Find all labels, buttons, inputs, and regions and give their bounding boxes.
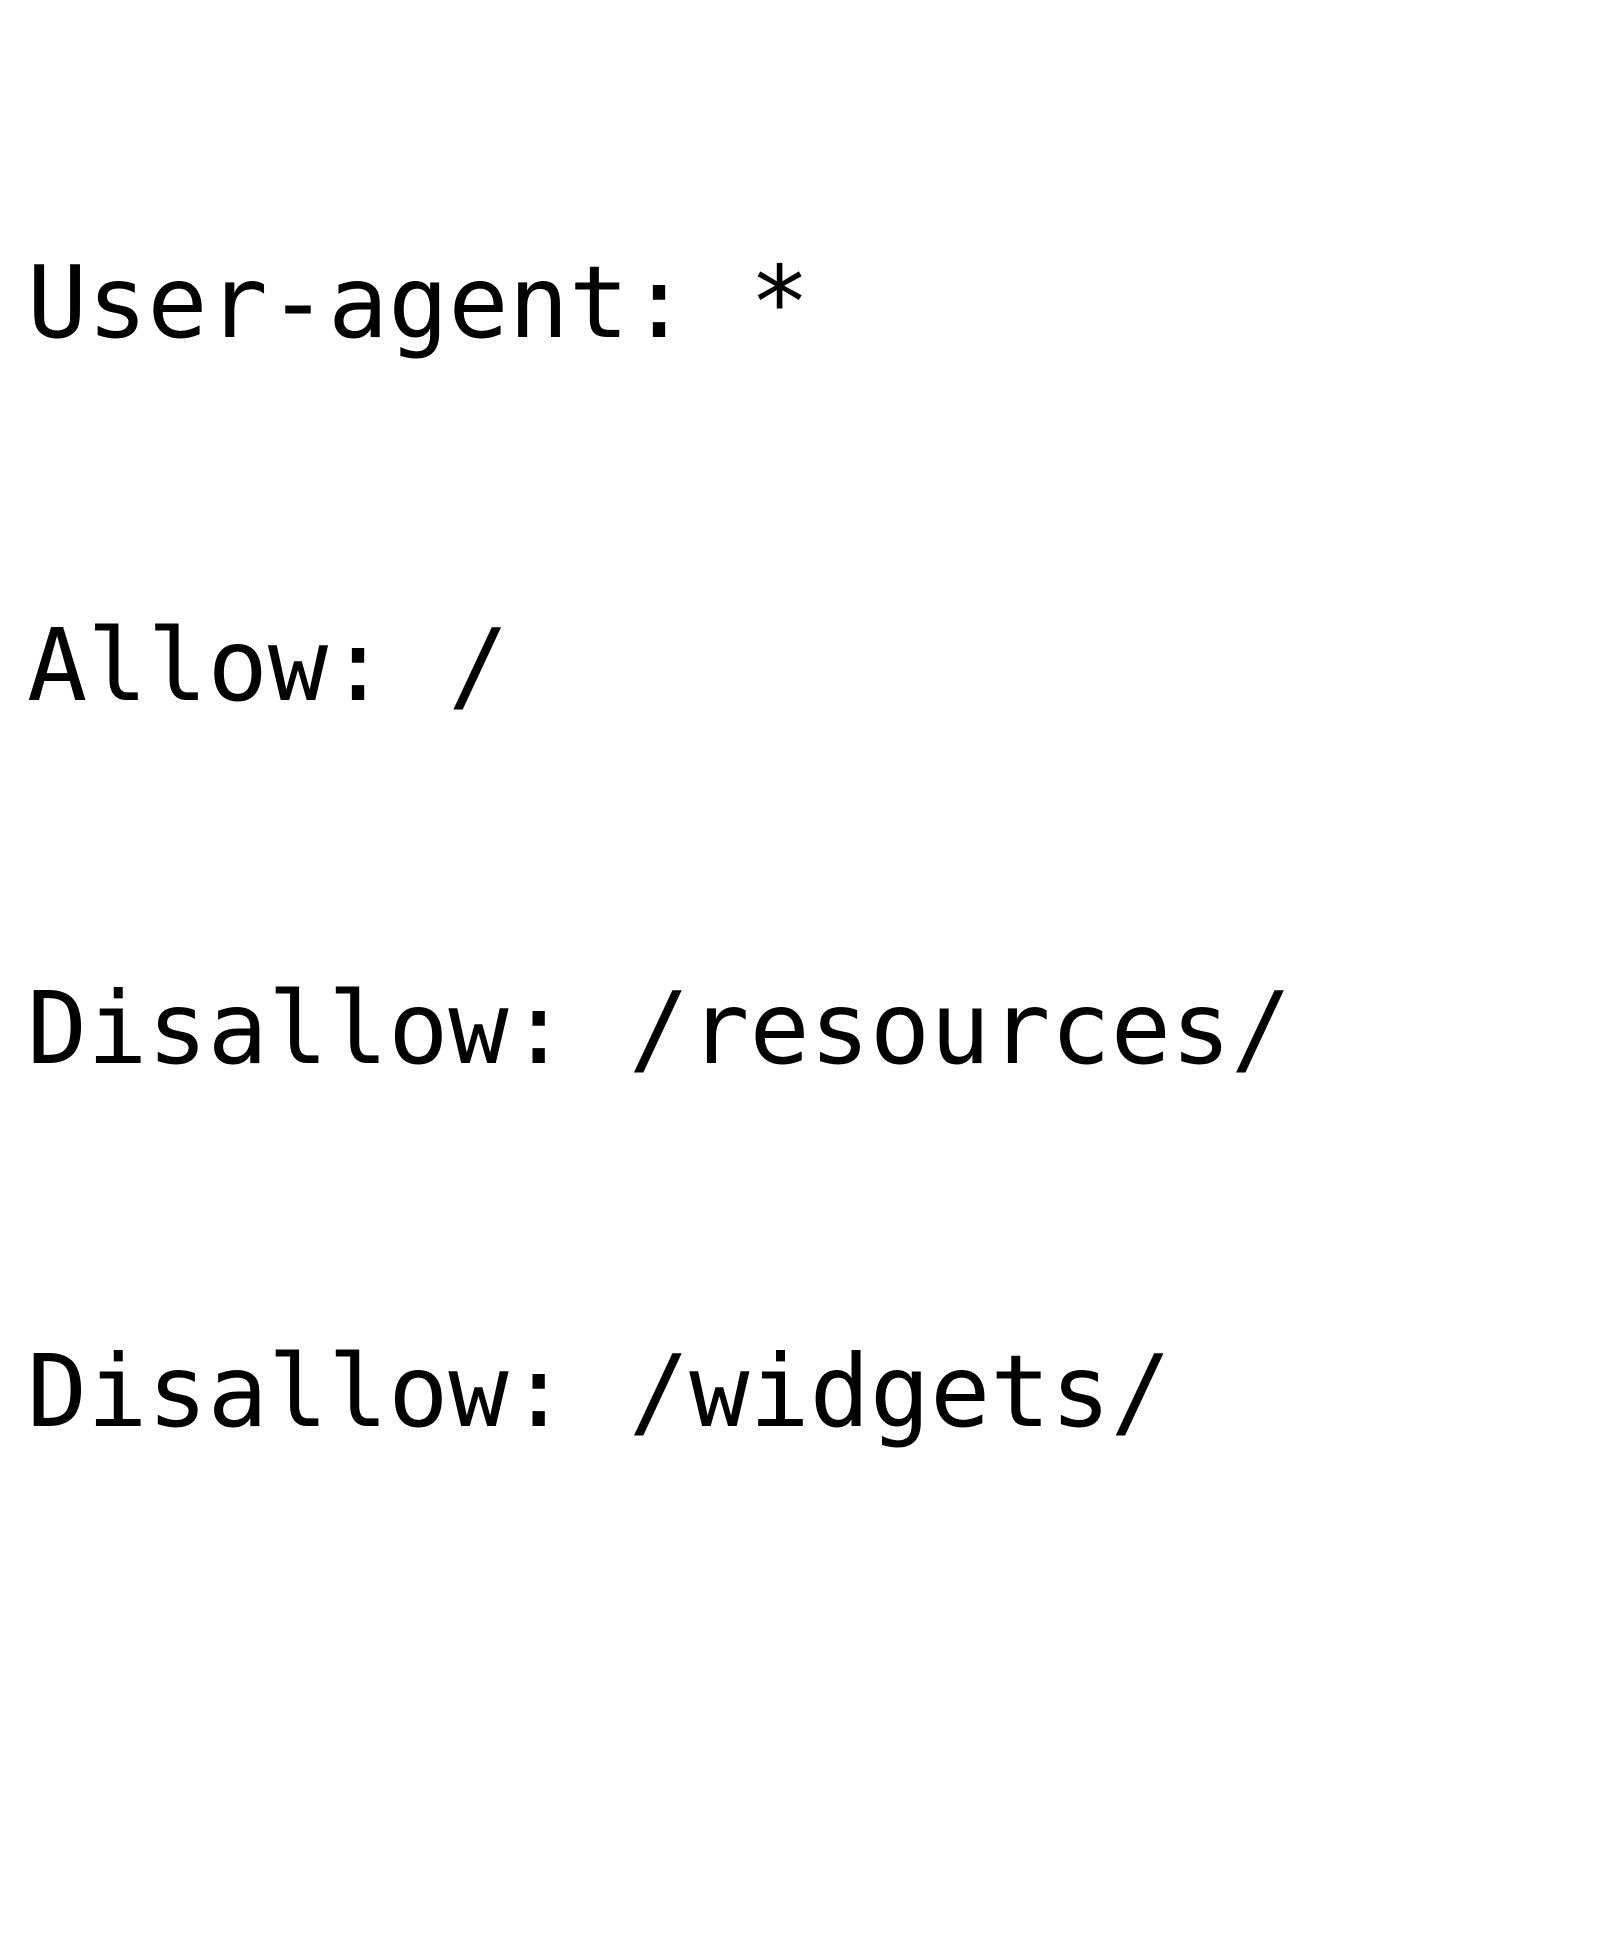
line-allow: Allow: / [27,607,509,724]
line-disallow-widgets: Disallow: /widgets/ [27,1333,1171,1450]
line-user-agent: User-agent: * [27,244,810,361]
robots-txt-content: User-agent: * Allow: / Disallow: /resour… [27,0,1600,1954]
line-blank-spacer [27,1694,1600,1815]
robots-txt-document: User-agent: * Allow: / Disallow: /resour… [27,244,1292,1450]
line-disallow-resources: Disallow: /resources/ [27,970,1292,1087]
